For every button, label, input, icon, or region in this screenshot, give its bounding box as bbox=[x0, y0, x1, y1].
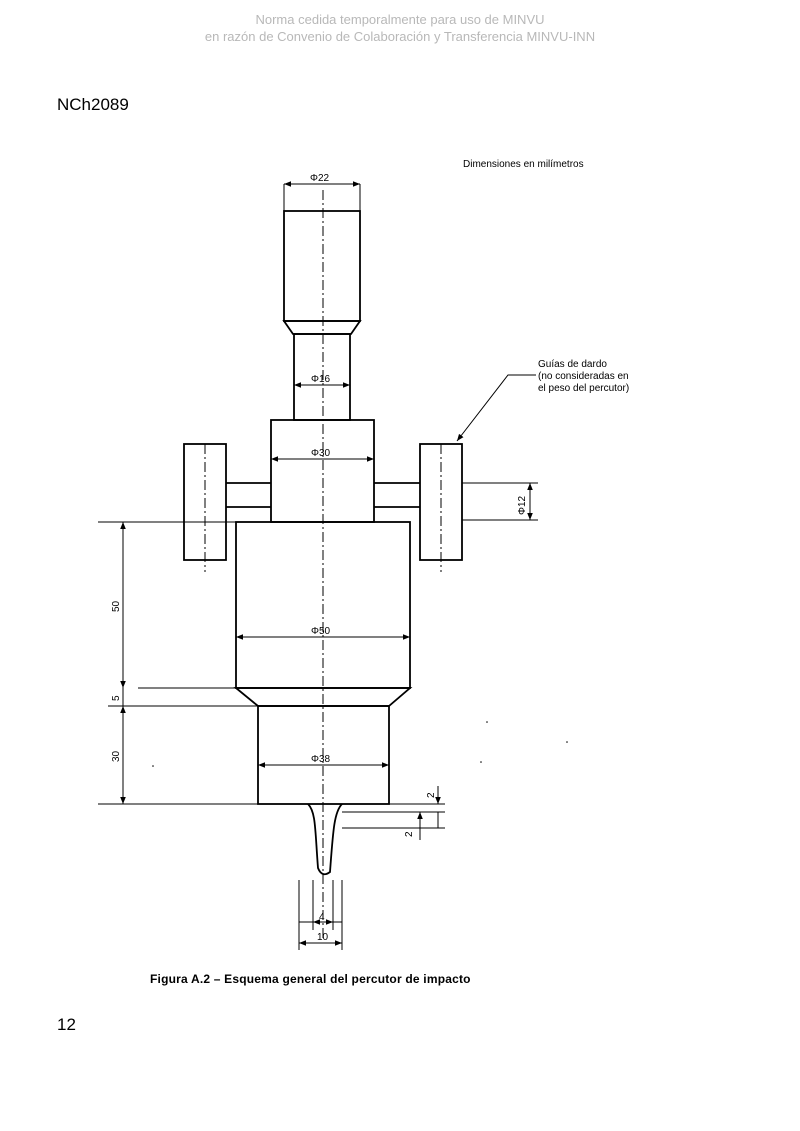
dim-d16-label: Φ16 bbox=[311, 374, 331, 385]
watermark-line-2: en razón de Convenio de Colaboración y T… bbox=[204, 29, 596, 44]
dim-d22-label: Φ22 bbox=[310, 173, 330, 184]
dim-2a-label: 2 bbox=[426, 792, 437, 798]
dim-w10-label: 10 bbox=[317, 932, 329, 943]
center-lines bbox=[204, 190, 442, 940]
callout-line-3: el peso del percutor) bbox=[538, 383, 629, 394]
dim-d38-label: Φ38 bbox=[311, 754, 331, 765]
standard-code: NCh2089 bbox=[57, 95, 129, 114]
watermark-line-1: Norma cedida temporalmente para uso de M… bbox=[255, 12, 545, 27]
dim-d12-label: Φ12 bbox=[517, 495, 528, 515]
dim-d50-label: Φ50 bbox=[311, 626, 331, 637]
dim-h5-label: 5 bbox=[111, 695, 122, 701]
dimension-lines bbox=[98, 181, 538, 950]
scan-specks bbox=[152, 721, 568, 767]
dim-d30-label: Φ30 bbox=[311, 448, 331, 459]
top-cap bbox=[283, 210, 361, 322]
top-cap-chamfer bbox=[282, 320, 362, 335]
figure-caption: Figura A.2 – Esquema general del percuto… bbox=[150, 972, 471, 986]
dim-w4-label: 4 bbox=[319, 912, 325, 923]
units-note: Dimensiones en milímetros bbox=[463, 159, 584, 170]
callout-line-1: Guías de dardo bbox=[538, 359, 607, 370]
page-number: 12 bbox=[57, 1015, 76, 1034]
callout-line-2: (no consideradas en bbox=[538, 371, 629, 382]
striker-tip bbox=[307, 803, 343, 876]
dim-h30-label: 30 bbox=[111, 750, 122, 762]
upper-body bbox=[270, 419, 375, 523]
dimension-labels: Dimensiones en milímetros Guías de dardo… bbox=[111, 159, 629, 943]
dim-h50-label: 50 bbox=[111, 600, 122, 612]
dim-2b-label: 2 bbox=[404, 831, 415, 837]
